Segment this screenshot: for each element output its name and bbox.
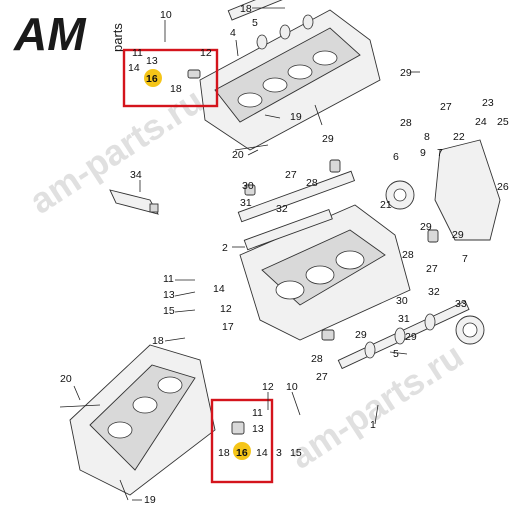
callout-7-b: 7 — [462, 253, 468, 265]
callout-26: 26 — [497, 181, 509, 193]
callout-29-a: 29 — [400, 67, 412, 79]
timing-cover — [385, 139, 501, 338]
callout-15: 15 — [163, 305, 175, 317]
callout-17: 17 — [222, 321, 234, 333]
callout-7: 7 — [437, 147, 443, 159]
callout-28-d: 28 — [311, 353, 323, 365]
callout-12-c: 12 — [262, 381, 274, 393]
callout-10: 10 — [160, 9, 172, 21]
highlight-box-top — [122, 48, 219, 108]
leader-lines — [73, 7, 420, 501]
callout-18: 18 — [240, 3, 252, 15]
callout-31-b: 31 — [398, 313, 410, 325]
callout-27-c: 27 — [426, 263, 438, 275]
callout-13-c: 13 — [252, 423, 264, 435]
callout-33: 33 — [455, 298, 467, 310]
callout-27-b: 27 — [285, 169, 297, 181]
callout-28-a: 28 — [400, 117, 412, 129]
callout-30-b: 30 — [396, 295, 408, 307]
highlight-marker-bottom — [233, 442, 251, 460]
callout-20-top: 20 — [232, 149, 244, 161]
callout-18-top: 18 — [170, 83, 182, 95]
lower-camshaft — [337, 300, 485, 370]
highlight-marker-top — [144, 69, 162, 87]
callout-29-e: 29 — [355, 329, 367, 341]
callout-20-b: 20 — [60, 373, 72, 385]
central-cylinder-head — [237, 170, 411, 341]
logo-side-text: parts — [110, 23, 125, 52]
callout-4: 4 — [230, 27, 236, 39]
callout-1: 1 — [370, 419, 376, 431]
callout-19-b: 19 — [144, 494, 156, 506]
callout-9: 9 — [420, 147, 426, 159]
am-parts-logo: AM parts — [13, 8, 125, 60]
callout-10-b: 10 — [286, 381, 298, 393]
highlight-box-bottom — [210, 398, 274, 484]
upper-cylinder-head — [199, 0, 381, 151]
callout-27-d: 27 — [316, 371, 328, 383]
callout-22: 22 — [453, 131, 465, 143]
callout-28-c: 28 — [402, 249, 414, 261]
callout-27-a: 27 — [440, 101, 452, 113]
callout-2: 2 — [222, 242, 228, 254]
callout-29-f: 29 — [405, 331, 417, 343]
callout-25: 25 — [497, 116, 509, 128]
callout-34: 34 — [130, 169, 142, 181]
callout-19-top: 19 — [290, 111, 302, 123]
callout-8: 8 — [424, 131, 430, 143]
callout-5: 5 — [252, 17, 258, 29]
callout-14-c: 14 — [256, 447, 268, 459]
callout-32: 32 — [276, 203, 288, 215]
callout-28-b: 28 — [306, 177, 318, 189]
callout-3: 3 — [276, 447, 282, 459]
callout-16-top: 16 — [146, 73, 158, 85]
callout-6: 6 — [393, 151, 399, 163]
callout-18-b: 18 — [152, 335, 164, 347]
callout-labels: 10 18 5 4 12 13 11 14 16 18 19 29 27 28 … — [60, 3, 509, 506]
callout-30: 30 — [242, 180, 254, 192]
callout-14: 14 — [128, 62, 140, 74]
callout-12: 12 — [200, 47, 212, 59]
callout-21: 21 — [380, 199, 392, 211]
callout-11-c: 11 — [252, 407, 263, 419]
callout-14-b: 14 — [213, 283, 225, 295]
callout-5-b: 5 — [393, 348, 399, 360]
callout-11: 11 — [132, 47, 143, 59]
callout-29-d: 29 — [452, 229, 464, 241]
sealant-tube — [109, 189, 159, 215]
callout-12-b: 12 — [220, 303, 232, 315]
callout-31-a: 31 — [240, 197, 252, 209]
callout-13-b: 13 — [163, 289, 175, 301]
callout-18-c: 18 — [218, 447, 230, 459]
callout-23: 23 — [482, 97, 494, 109]
callout-11-b: 11 — [163, 273, 174, 285]
lower-left-cylinder-head — [69, 344, 216, 496]
callout-13: 13 — [146, 55, 158, 67]
callout-24: 24 — [475, 116, 487, 128]
callout-32-b: 32 — [428, 286, 440, 298]
callout-29-c: 29 — [420, 221, 432, 233]
callout-15-b: 15 — [290, 447, 302, 459]
callout-16-bottom: 16 — [236, 447, 248, 459]
small-parts — [59, 69, 439, 501]
callout-29-b: 29 — [322, 133, 334, 145]
logo-letters: AM — [13, 8, 87, 60]
